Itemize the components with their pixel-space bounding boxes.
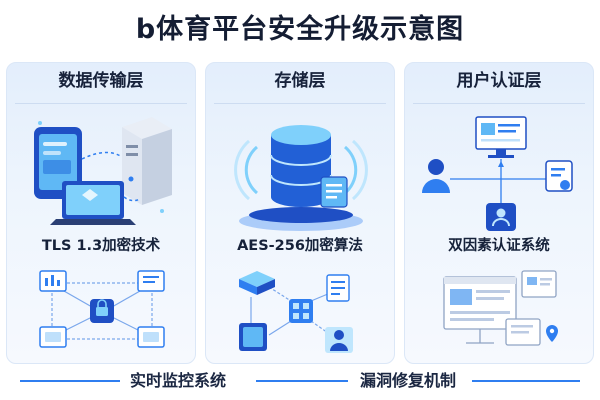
- shield-lock-icon: [90, 299, 114, 323]
- laptop-icon: [50, 181, 136, 225]
- auth-screen-illustration: [443, 270, 558, 346]
- divider: [413, 103, 585, 104]
- footer-vulnerability-fix: 漏洞修复机制: [360, 371, 457, 390]
- footer-realtime-monitoring: 实时监控系统: [130, 371, 227, 390]
- browser-window-icon: [521, 270, 557, 298]
- divider: [214, 103, 386, 104]
- transport-network-illustration: [39, 270, 165, 348]
- location-pin-icon: [546, 325, 558, 342]
- footer-divider-line: [256, 380, 348, 382]
- storage-network-illustration: [239, 271, 353, 353]
- auth-illustration: [422, 116, 573, 231]
- database-icon: [270, 125, 332, 207]
- document-icon: [505, 318, 541, 346]
- tablet-icon: [34, 127, 82, 199]
- panel-storage: 存储层 AES-256加密算法: [205, 62, 395, 364]
- transport-illustration: [34, 117, 172, 225]
- layer-stack-icon: [239, 271, 275, 295]
- panel-user-auth: 用户认证层 双因素认证系统: [404, 62, 594, 364]
- panel-caption: 双因素认证系统: [448, 238, 550, 254]
- panel-header: 数据传输层: [58, 71, 144, 91]
- panel-header: 用户认证层: [456, 71, 542, 91]
- user-icon: [325, 327, 353, 353]
- browser-window-icon: [443, 276, 517, 330]
- server-icon: [122, 117, 172, 205]
- user-icon: [422, 159, 450, 193]
- panel-caption: TLS 1.3加密技术: [41, 238, 161, 254]
- checklist-icon: [326, 274, 350, 302]
- grid-chip-icon: [289, 299, 313, 323]
- document-icon: [545, 160, 573, 192]
- storage-illustration: [234, 125, 368, 231]
- monitor-icon: [137, 326, 165, 348]
- face-id-icon: [486, 203, 516, 231]
- panel-header: 存储层: [274, 71, 326, 91]
- panel-caption: AES-256加密算法: [237, 238, 363, 254]
- divider: [15, 103, 187, 104]
- monitor-icon: [475, 116, 527, 158]
- monitor-icon: [39, 270, 67, 292]
- panel-data-transport: 数据传输层 TLS 1.3加密技术: [6, 62, 196, 364]
- monitor-icon: [137, 270, 165, 292]
- page-title: b体育平台安全升级示意图: [135, 14, 465, 45]
- footer-divider-line: [20, 380, 120, 382]
- footer-divider-line: [472, 380, 580, 382]
- monitor-icon: [39, 326, 67, 348]
- document-icon: [320, 176, 348, 208]
- tablet-icon: [239, 323, 267, 351]
